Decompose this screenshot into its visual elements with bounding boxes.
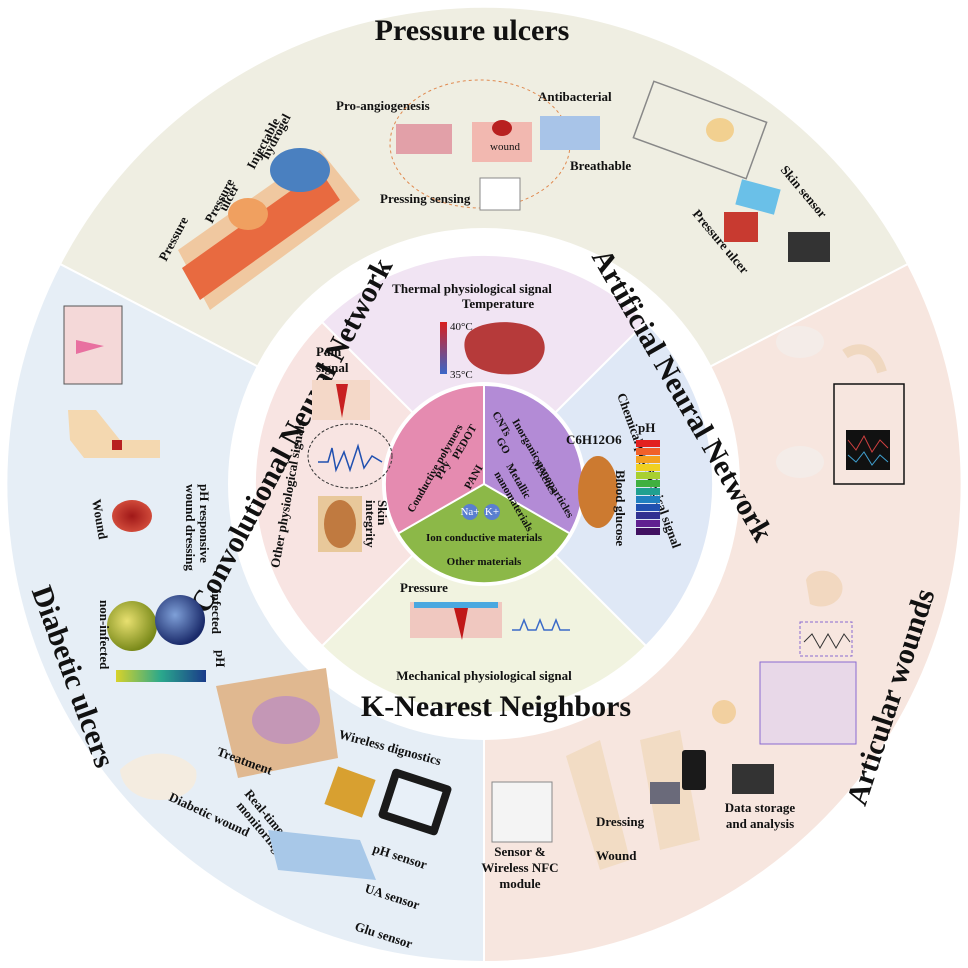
non-infected-dressing <box>107 601 157 651</box>
signal-plot-frame <box>307 423 393 489</box>
foot-image <box>68 410 160 458</box>
na-ion-label: Na+ <box>460 506 479 518</box>
ph-color-scale <box>636 440 660 535</box>
ph-label: pH <box>638 420 655 435</box>
pressing-sensing-label: Pressing sensing <box>380 191 471 206</box>
breathable-image <box>540 116 600 150</box>
pain-label-2: signal <box>316 360 349 375</box>
thermal-signal-label: Thermal physiological signal <box>392 281 552 296</box>
rat-experiment-images <box>776 326 905 485</box>
mechanical-signal-label: Mechanical physiological signal <box>396 668 572 683</box>
ph-dressing-label-1: pH responsive <box>197 484 212 563</box>
temp-high-label: 40°C <box>450 321 473 333</box>
k-ion-label: K+ <box>485 506 499 518</box>
infected-dressing <box>155 595 205 645</box>
mechanical-pressure-label: Pressure <box>400 580 448 595</box>
sensor-label-1: Sensor & <box>494 844 546 859</box>
pressure-signal-trace <box>512 617 570 631</box>
nfc-module-image <box>491 781 553 843</box>
laptop-image <box>788 232 830 262</box>
ph-dressing-label-2: wound dressing <box>183 484 198 571</box>
pain-signal-trace <box>318 443 383 473</box>
joint-xsection-image <box>759 661 857 745</box>
knn-title: K-Nearest Neighbors <box>361 690 631 723</box>
wound-small-label: wound <box>490 141 520 153</box>
blood-glucose-label: Blood glucose <box>613 470 628 546</box>
sensor-label-3: module <box>499 876 540 891</box>
infected-label: infected <box>209 590 224 635</box>
pressure-ulcer-image <box>724 212 758 242</box>
sensor-label-2: Wireless NFC <box>481 860 558 875</box>
temp-low-label: 35°C <box>450 369 473 381</box>
mechanical-signal-sector <box>320 482 648 715</box>
pro-angiogenesis-label: Pro-angiogenesis <box>336 98 430 113</box>
signal-wave-box <box>799 621 853 657</box>
diabetic-wound-image <box>112 500 152 532</box>
phone-image <box>682 750 706 790</box>
dressing-label: Dressing <box>596 814 645 829</box>
diabetic-wound-label: Wound <box>89 498 111 541</box>
rat-image <box>120 753 197 800</box>
glucose-formula: C6H12O6 <box>566 432 622 447</box>
pressure-ulcer-stages <box>178 148 360 310</box>
doctor-image <box>712 700 736 724</box>
temperature-scale-bar <box>440 322 447 374</box>
hospital-bed-image <box>632 80 768 180</box>
circuit-image <box>324 766 376 818</box>
skin-integrity-label-2: integrity <box>363 500 378 548</box>
ph-gradient-bar <box>116 670 206 682</box>
glucose-wound-image <box>578 456 618 528</box>
pressure-ulcers-title: Pressure ulcers <box>375 14 570 47</box>
sensor-array-image <box>268 830 376 880</box>
conductive-polymers-sector <box>385 385 484 533</box>
treatment-image <box>216 668 338 778</box>
skin-integrity-label-1: Skin <box>375 500 390 526</box>
ph-gradient-label: pH <box>213 650 228 667</box>
inorganic-sector <box>484 385 583 533</box>
knee-image <box>806 570 843 607</box>
ion-conductive-label: Ion conductive materials <box>426 532 543 544</box>
temperature-label: Temperature <box>462 296 534 311</box>
non-infected-label: non-infected <box>97 600 112 670</box>
pressing-image <box>479 177 521 211</box>
data-laptop-image <box>732 764 774 794</box>
pain-label-1: Pain <box>316 344 342 359</box>
skin-sensor-patch <box>735 179 781 215</box>
angiogenesis-image <box>396 124 452 154</box>
arm-image <box>566 740 630 870</box>
articular-wound-label: Wound <box>596 848 637 863</box>
data-storage-label-2: and analysis <box>726 816 794 831</box>
thermal-wound-image <box>464 322 545 375</box>
data-storage-label-1: Data storage <box>725 800 796 815</box>
breathable-label: Breathable <box>570 158 631 173</box>
antibacterial-label: Antibacterial <box>538 89 612 104</box>
other-materials-label: Other materials <box>447 556 522 568</box>
